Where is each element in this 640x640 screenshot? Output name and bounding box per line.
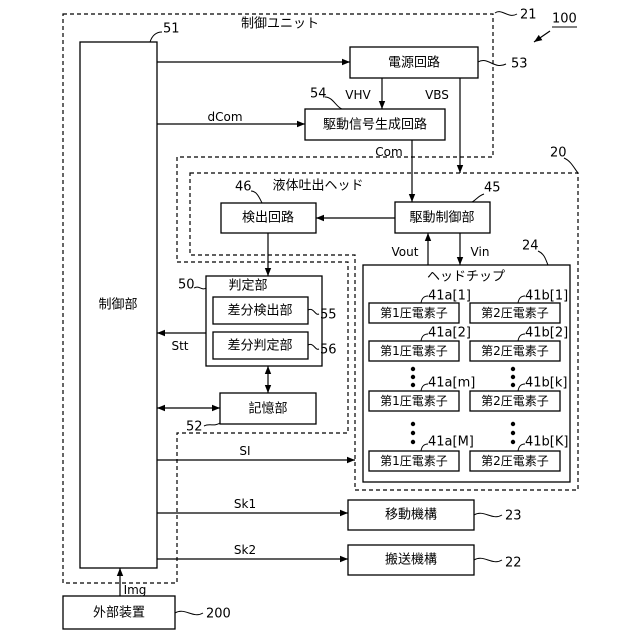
transport-mechanism-label: 搬送機構 xyxy=(385,553,437,568)
diff-detector-label: 差分検出部 xyxy=(227,304,292,319)
system-ref: 100 xyxy=(552,12,577,27)
element-a-ref: 41a[1] xyxy=(428,289,471,304)
vin-label: Vin xyxy=(471,245,490,259)
memory-ref: 52 xyxy=(186,420,203,435)
element-a-ref: 41a[M] xyxy=(428,435,474,450)
ellipsis-dot xyxy=(511,440,515,444)
power-circuit-label: 電源回路 xyxy=(388,55,440,71)
diff-judger-ref: 56 xyxy=(320,343,337,358)
control-unit-ref-leader xyxy=(495,12,517,16)
stt-label: Stt xyxy=(171,339,188,353)
judgement-label: 判定部 xyxy=(228,279,267,294)
detection-circuit-label: 検出回路 xyxy=(242,210,294,226)
control-unit-label: 制御ユニット xyxy=(241,17,319,32)
drive-controller-label: 駆動制御部 xyxy=(409,211,474,226)
second-piezo-element-label: 第2圧電素子 xyxy=(481,454,549,468)
head-chip-ref-leader xyxy=(538,251,548,265)
system-ref-arrow xyxy=(534,31,550,42)
ellipsis-dot xyxy=(511,375,515,379)
sk1-label: Sk1 xyxy=(234,497,256,511)
diff-detector-ref: 55 xyxy=(320,308,337,323)
dcom-label: dCom xyxy=(207,110,242,124)
moving-mechanism-label: 移動機構 xyxy=(385,508,437,523)
transport-mechanism-ref-leader xyxy=(474,558,502,561)
head-chip-ref: 24 xyxy=(522,239,539,254)
ellipsis-dot xyxy=(411,383,415,387)
judgement-ref: 50 xyxy=(178,278,195,293)
sk2-label: Sk2 xyxy=(234,543,256,557)
img-label: Img xyxy=(124,583,147,597)
detection-circuit-ref-leader xyxy=(251,191,262,203)
drive-signal-generator-ref: 54 xyxy=(310,87,327,102)
controller-label: 制御部 xyxy=(98,298,137,313)
vhv-label: VHV xyxy=(345,88,371,102)
ellipsis-dot xyxy=(511,431,515,435)
drive-controller-ref: 45 xyxy=(484,181,501,196)
first-piezo-element-label: 第1圧電素子 xyxy=(380,344,448,358)
element-b-ref: 41b[1] xyxy=(525,289,568,304)
first-piezo-element-label: 第1圧電素子 xyxy=(380,306,448,320)
ellipsis-dot xyxy=(411,375,415,379)
moving-mechanism-ref: 23 xyxy=(505,509,522,524)
head-chip-label: ヘッドチップ xyxy=(427,270,505,285)
transport-mechanism-ref: 22 xyxy=(505,556,522,571)
element-a-ref: 41a[m] xyxy=(428,376,475,391)
element-a-ref: 41a[2] xyxy=(428,326,471,341)
element-b-ref: 41b[2] xyxy=(525,326,568,341)
ellipsis-dot xyxy=(411,367,415,371)
ellipsis-dot xyxy=(411,431,415,435)
liquid-head-label: 液体吐出ヘッド xyxy=(272,179,363,194)
external-device-ref: 200 xyxy=(206,607,231,622)
memory-label: 記憶部 xyxy=(248,401,287,417)
ellipsis-dot xyxy=(511,422,515,426)
ellipsis-dot xyxy=(511,383,515,387)
drive-controller-ref-leader xyxy=(472,194,484,202)
second-piezo-element-label: 第2圧電素子 xyxy=(481,394,549,408)
liquid-head-ref: 20 xyxy=(550,146,567,161)
detection-circuit-ref: 46 xyxy=(235,180,252,195)
external-device-ref-leader xyxy=(175,611,203,614)
moving-mechanism-ref-leader xyxy=(474,513,502,516)
diff-judger-label: 差分判定部 xyxy=(227,339,292,354)
si-label: SI xyxy=(239,444,250,458)
power-circuit-ref: 53 xyxy=(511,57,528,72)
vout-label: Vout xyxy=(392,245,419,259)
second-piezo-element-label: 第2圧電素子 xyxy=(481,306,549,320)
com-label: Com xyxy=(375,145,402,159)
element-b-ref: 41b[k] xyxy=(525,376,567,391)
ellipsis-dot xyxy=(411,440,415,444)
memory-ref-leader xyxy=(204,423,220,426)
judgement-ref-leader xyxy=(194,287,206,289)
first-piezo-element-label: 第1圧電素子 xyxy=(380,454,448,468)
external-device-label: 外部装置 xyxy=(93,606,145,621)
vbs-label: VBS xyxy=(425,88,449,102)
power-circuit-ref-leader xyxy=(478,60,506,65)
ellipsis-dot xyxy=(411,422,415,426)
drive-signal-generator-ref-leader xyxy=(325,97,342,109)
first-piezo-element-label: 第1圧電素子 xyxy=(380,394,448,408)
ellipsis-dot xyxy=(511,367,515,371)
controller-ref-leader xyxy=(150,32,162,42)
drive-signal-generator-label: 駆動信号生成回路 xyxy=(323,117,427,133)
element-b-ref: 41b[K] xyxy=(525,435,568,450)
control-unit-ref: 21 xyxy=(520,8,537,23)
controller-ref: 51 xyxy=(163,22,180,37)
second-piezo-element-label: 第2圧電素子 xyxy=(481,344,549,358)
